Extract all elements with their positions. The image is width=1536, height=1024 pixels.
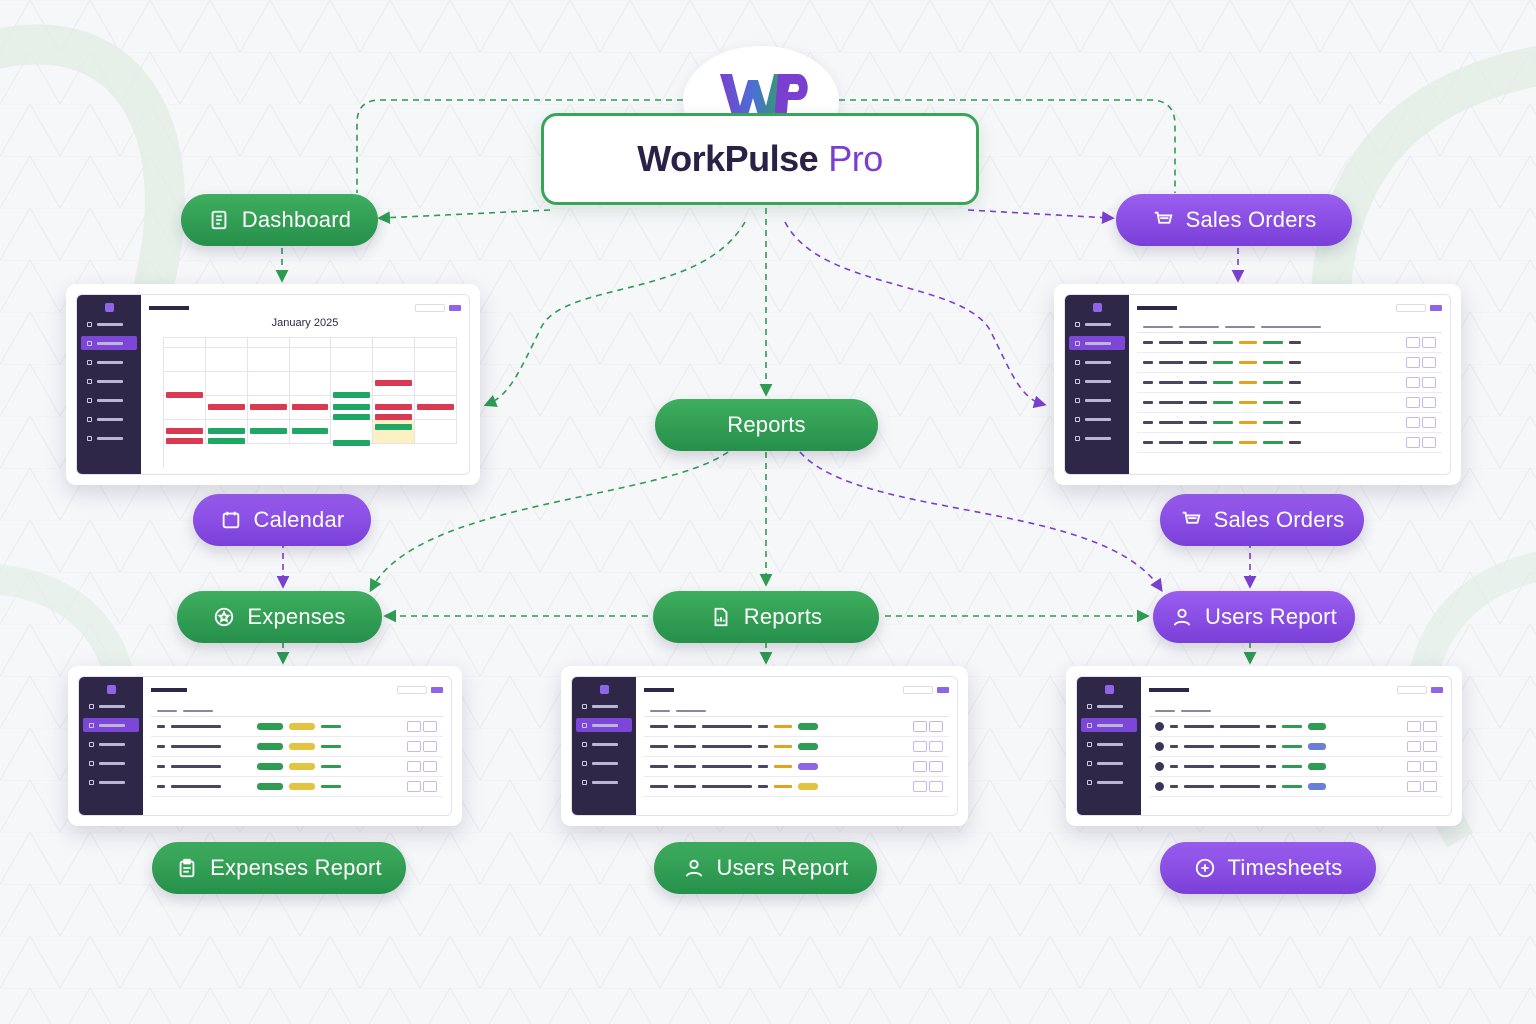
dashboard-label: Dashboard (241, 207, 352, 232)
expenses-node[interactable]: Expenses (177, 591, 382, 643)
app-title-accent: Pro (828, 138, 883, 179)
expenses-screen (68, 666, 462, 826)
dashboard-node[interactable]: Dashboard (181, 194, 378, 246)
wp-logo-icon (720, 74, 808, 122)
calendar-node[interactable]: Calendar (193, 494, 371, 546)
expenses-report-label: Expenses Report (210, 855, 382, 880)
file-chart-icon (710, 606, 732, 628)
sales-orders-right-node[interactable]: Sales Orders (1160, 494, 1364, 546)
avatar (1155, 762, 1164, 771)
avatar (1155, 742, 1164, 751)
screen-sidebar (1065, 295, 1129, 474)
calendar-screen: January 2025 (66, 284, 480, 485)
sales-orders-screen (1054, 284, 1461, 485)
calendar-month-title: January 2025 (271, 317, 339, 329)
reports-center-label: Reports (727, 412, 806, 437)
avatar (1155, 782, 1164, 791)
sales-orders-top-label: Sales Orders (1185, 207, 1317, 232)
user-icon (683, 857, 705, 879)
star-badge-icon (213, 606, 235, 628)
plus-circle-icon (1194, 857, 1216, 879)
calendar-label: Calendar (253, 507, 345, 532)
reports-screen (561, 666, 968, 826)
cart-icon (1152, 209, 1174, 231)
app-title: WorkPulse (637, 138, 819, 179)
expenses-report-node[interactable]: Expenses Report (152, 842, 406, 894)
calendar-icon (220, 509, 242, 531)
reports-mid-node[interactable]: Reports (653, 591, 879, 643)
screen-sidebar (79, 677, 143, 815)
cart-icon (1180, 509, 1202, 531)
sales-orders-right-label: Sales Orders (1213, 507, 1345, 532)
sales-orders-top-node[interactable]: Sales Orders (1116, 194, 1352, 246)
screen-sidebar (572, 677, 636, 815)
user-icon (1171, 606, 1193, 628)
app-title-box: WorkPulse Pro (541, 113, 979, 205)
timesheets-label: Timesheets (1227, 855, 1343, 880)
users-report-right-label: Users Report (1205, 604, 1337, 629)
calendar-grid (163, 337, 457, 468)
reports-center-node[interactable]: Reports (655, 399, 878, 451)
users-screen (1066, 666, 1462, 826)
reports-mid-label: Reports (743, 604, 823, 629)
timesheets-node[interactable]: Timesheets (1160, 842, 1376, 894)
users-report-bottom-node[interactable]: Users Report (654, 842, 877, 894)
users-report-right-node[interactable]: Users Report (1153, 591, 1355, 643)
screen-sidebar (1077, 677, 1141, 815)
clipboard-icon (176, 857, 198, 879)
avatar (1155, 722, 1164, 731)
users-report-bottom-label: Users Report (716, 855, 849, 880)
screen-sidebar (77, 295, 141, 474)
expenses-label: Expenses (247, 604, 346, 629)
document-icon (208, 209, 230, 231)
